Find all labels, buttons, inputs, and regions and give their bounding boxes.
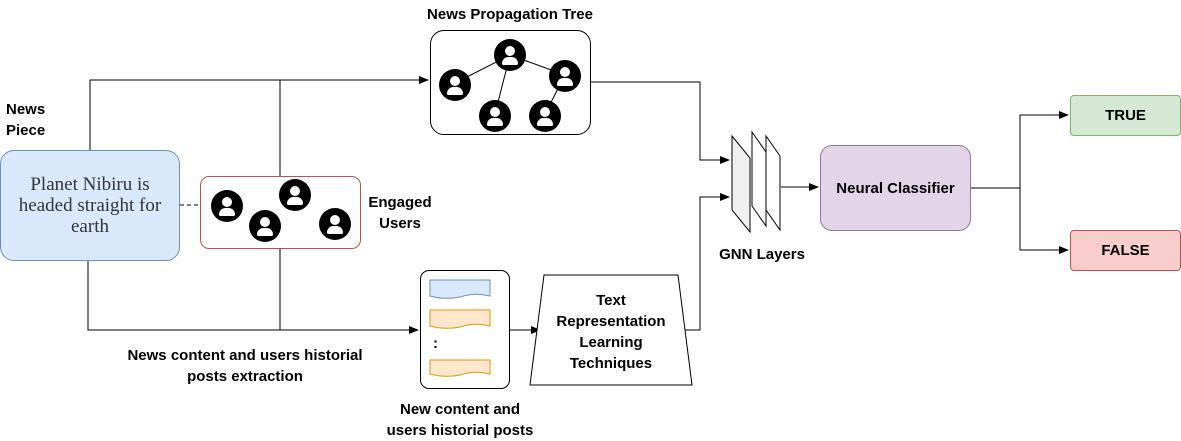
true-output-label: TRUE xyxy=(1105,107,1146,124)
post-snippets xyxy=(429,279,491,377)
posts-label: New content and users historial posts xyxy=(386,401,534,439)
text-repr-shape xyxy=(529,274,693,386)
edge-text-to-gnn xyxy=(678,193,730,331)
news-piece-box: Planet Nibiru is headed straight for ear… xyxy=(0,150,180,261)
propagation-tree-box xyxy=(430,30,591,135)
user-icon xyxy=(529,100,561,132)
gnn-layers-icon xyxy=(731,130,781,234)
news-piece-text: Planet Nibiru is headed straight for ear… xyxy=(18,174,162,237)
gnn-label: GNN Layers xyxy=(719,246,805,263)
neural-classifier-box: Neural Classifier xyxy=(820,145,971,231)
news-piece-label: News Piece xyxy=(6,101,46,139)
neural-classifier-label: Neural Classifier xyxy=(836,179,955,197)
user-icon xyxy=(319,208,351,240)
false-output-box: FALSE xyxy=(1070,230,1181,271)
user-icon xyxy=(439,69,471,101)
propagation-tree-title: News Propagation Tree xyxy=(427,6,593,23)
posts-document: : xyxy=(420,270,510,389)
user-icon xyxy=(494,39,526,71)
user-icon xyxy=(279,179,311,211)
text-repr-label: Text Representation Learning Techniques xyxy=(556,292,666,372)
user-icon xyxy=(549,60,581,92)
true-output-box: TRUE xyxy=(1070,95,1181,136)
edge-news-to-tree xyxy=(89,76,429,150)
user-icon xyxy=(249,210,281,242)
extraction-label: News content and users historial posts e… xyxy=(127,347,363,385)
posts-ellipsis: : xyxy=(433,335,438,352)
edge-to-false xyxy=(1019,188,1069,254)
edge-tree-to-gnn xyxy=(590,81,730,164)
edge-to-true xyxy=(970,111,1069,189)
false-output-label: FALSE xyxy=(1101,242,1150,259)
user-icon xyxy=(211,190,243,222)
user-icon xyxy=(479,100,511,132)
engaged-users-label: Engaged Users xyxy=(368,194,432,232)
engaged-users-box xyxy=(200,176,361,249)
edge-news-to-posts xyxy=(87,261,419,334)
